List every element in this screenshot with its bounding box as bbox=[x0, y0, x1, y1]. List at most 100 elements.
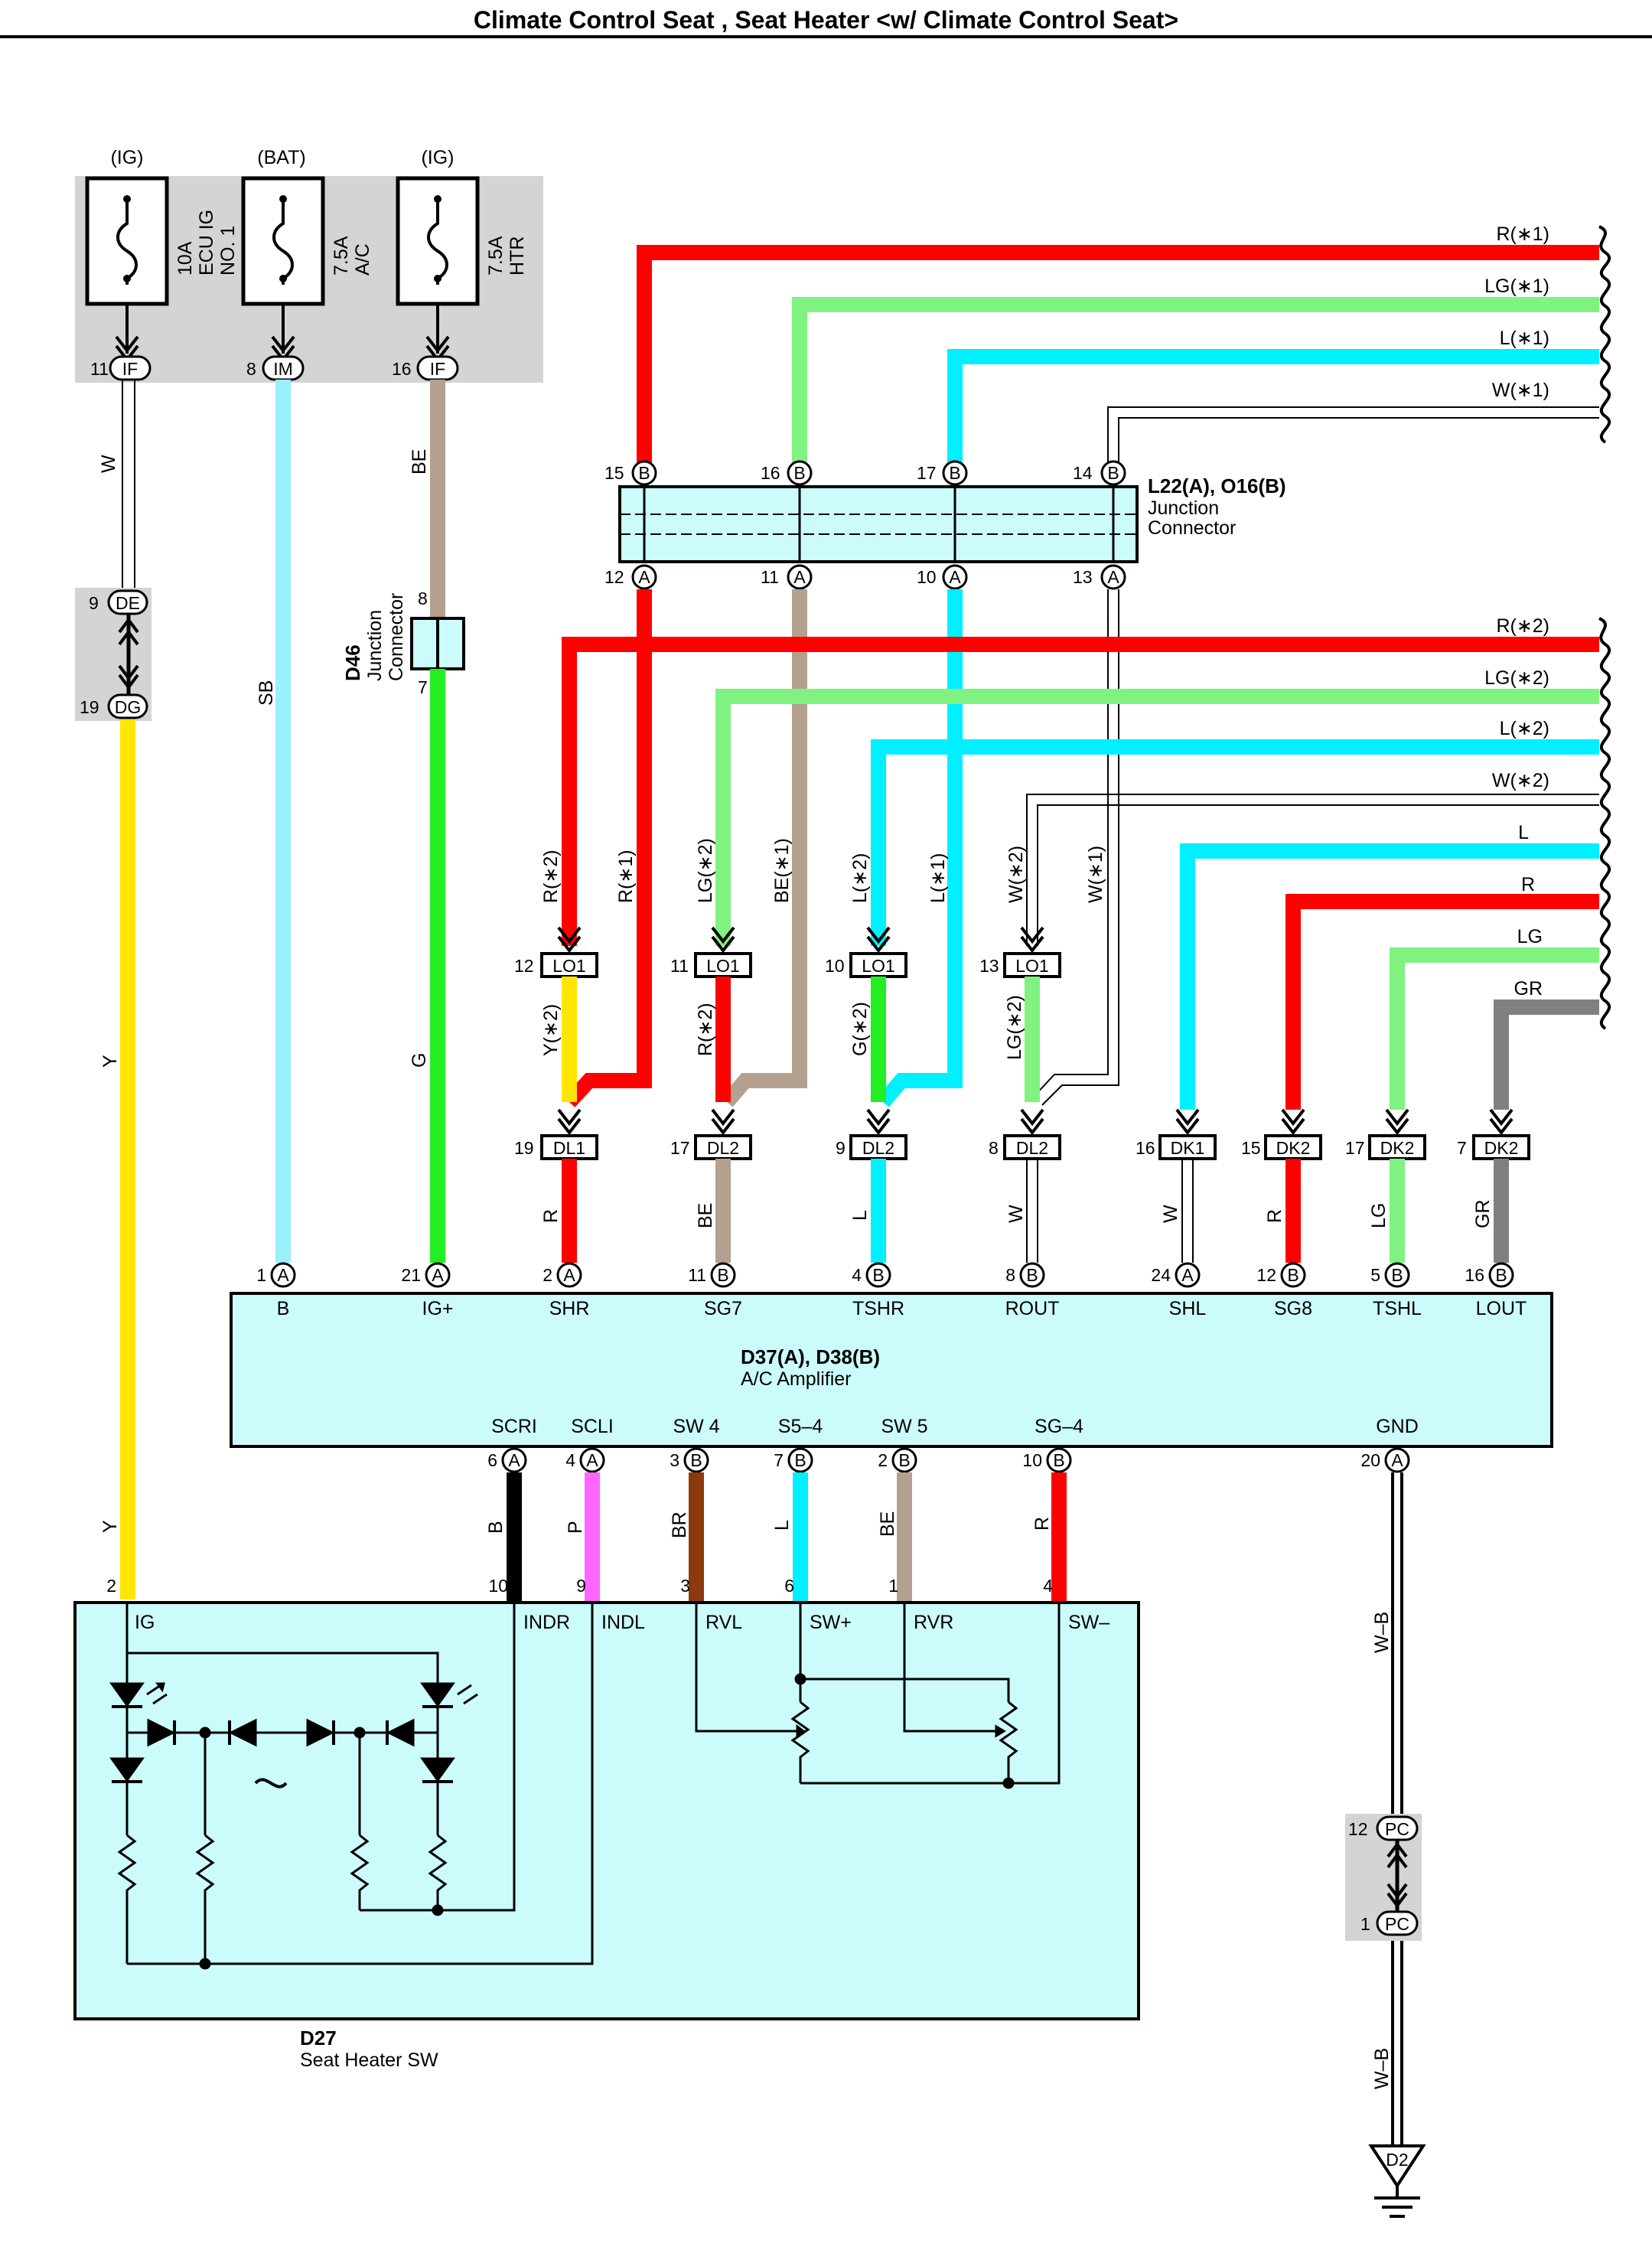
svg-text:B: B bbox=[717, 1265, 728, 1285]
svg-text:LO1: LO1 bbox=[1015, 956, 1048, 976]
svg-text:A: A bbox=[586, 1450, 598, 1470]
svg-text:RVR: RVR bbox=[914, 1612, 953, 1633]
svg-text:10: 10 bbox=[917, 567, 937, 587]
lo1-connectors bbox=[557, 926, 1044, 954]
svg-text:1: 1 bbox=[1360, 1914, 1370, 1934]
svg-text:LO1: LO1 bbox=[552, 956, 585, 976]
svg-text:Y: Y bbox=[99, 1055, 121, 1068]
svg-text:LG: LG bbox=[1517, 926, 1543, 947]
svg-text:A: A bbox=[793, 567, 806, 587]
fuse-ac: (BAT) 7.5A A/C bbox=[241, 147, 373, 306]
svg-text:L22(A), O16(B): L22(A), O16(B) bbox=[1148, 474, 1286, 497]
svg-text:B: B bbox=[485, 1521, 507, 1534]
svg-text:10: 10 bbox=[825, 956, 845, 976]
svg-text:L(∗1): L(∗1) bbox=[927, 853, 949, 903]
svg-text:DG: DG bbox=[115, 697, 142, 717]
svg-text:INDL: INDL bbox=[601, 1612, 645, 1633]
svg-text:PC: PC bbox=[1385, 1914, 1409, 1934]
l22-top-pins bbox=[631, 460, 1126, 590]
svg-text:ECU IG: ECU IG bbox=[196, 210, 217, 276]
svg-text:BE: BE bbox=[409, 449, 430, 474]
svg-text:DL2: DL2 bbox=[862, 1138, 894, 1158]
svg-text:13: 13 bbox=[979, 956, 999, 976]
svg-text:16: 16 bbox=[392, 359, 412, 379]
seat-heater-switch bbox=[73, 1601, 1140, 2020]
svg-text:B: B bbox=[690, 1450, 702, 1470]
svg-text:G: G bbox=[409, 1053, 430, 1068]
svg-text:A: A bbox=[432, 1265, 444, 1285]
svg-text:DK2: DK2 bbox=[1276, 1138, 1311, 1158]
svg-text:17: 17 bbox=[917, 463, 937, 483]
svg-text:W(∗1): W(∗1) bbox=[1492, 380, 1549, 401]
svg-text:3: 3 bbox=[680, 1576, 690, 1596]
dl-boxes bbox=[540, 1134, 1530, 1160]
svg-text:Connector: Connector bbox=[1148, 517, 1236, 539]
svg-text:SHR: SHR bbox=[549, 1298, 590, 1319]
svg-text:DL2: DL2 bbox=[707, 1138, 739, 1158]
svg-text:IM: IM bbox=[273, 359, 293, 379]
svg-text:11: 11 bbox=[688, 1265, 706, 1285]
svg-text:(IG): (IG) bbox=[421, 147, 454, 168]
svg-text:R: R bbox=[1031, 1517, 1053, 1531]
svg-text:W: W bbox=[98, 455, 119, 473]
svg-text:R(∗2): R(∗2) bbox=[540, 849, 562, 903]
svg-text:D2: D2 bbox=[1386, 2150, 1408, 2170]
svg-text:7: 7 bbox=[418, 677, 428, 697]
dl-arrows bbox=[557, 1108, 1514, 1136]
svg-text:6: 6 bbox=[784, 1576, 794, 1596]
svg-text:Junction: Junction bbox=[364, 610, 386, 681]
svg-text:LG: LG bbox=[1368, 1203, 1390, 1228]
svg-text:IG: IG bbox=[135, 1612, 155, 1633]
svg-text:A: A bbox=[1181, 1265, 1194, 1285]
svg-text:TSHL: TSHL bbox=[1373, 1298, 1422, 1319]
svg-text:P: P bbox=[565, 1521, 586, 1534]
svg-text:A/C: A/C bbox=[352, 243, 373, 276]
svg-text:19: 19 bbox=[80, 697, 99, 717]
connector-de: DE 9 bbox=[89, 589, 148, 615]
svg-text:HTR: HTR bbox=[507, 236, 528, 276]
svg-text:16: 16 bbox=[761, 463, 780, 483]
svg-text:B: B bbox=[1495, 1265, 1507, 1285]
svg-text:L: L bbox=[1518, 822, 1529, 843]
svg-text:19: 19 bbox=[514, 1138, 534, 1158]
svg-text:W(∗2): W(∗2) bbox=[1005, 846, 1027, 903]
lo1-boxes bbox=[540, 952, 1061, 978]
svg-text:DK2: DK2 bbox=[1380, 1138, 1415, 1158]
svg-text:11: 11 bbox=[670, 956, 689, 976]
svg-text:LO1: LO1 bbox=[706, 956, 739, 976]
connector-dg: DG 19 bbox=[80, 693, 148, 719]
l22-junction-connector: L22(A), O16(B) Junction Connector bbox=[618, 474, 1286, 563]
svg-text:DL1: DL1 bbox=[553, 1138, 585, 1158]
page-title: Climate Control Seat , Seat Heater <w/ C… bbox=[473, 6, 1179, 34]
svg-text:10: 10 bbox=[488, 1576, 508, 1596]
svg-text:7: 7 bbox=[1457, 1138, 1467, 1158]
svg-text:8: 8 bbox=[989, 1138, 999, 1158]
svg-text:LO1: LO1 bbox=[862, 956, 894, 976]
svg-text:7: 7 bbox=[774, 1450, 784, 1470]
svg-text:Y(∗2): Y(∗2) bbox=[540, 1004, 562, 1056]
amp-top-pins bbox=[270, 1262, 1514, 1288]
svg-text:3: 3 bbox=[670, 1450, 679, 1470]
svg-text:15: 15 bbox=[604, 463, 624, 483]
svg-text:LG(∗2): LG(∗2) bbox=[695, 838, 716, 903]
connector-pc-1: PC 1 bbox=[1360, 1910, 1419, 1936]
svg-text:L(∗2): L(∗2) bbox=[849, 853, 871, 903]
svg-text:B: B bbox=[1287, 1265, 1298, 1285]
svg-text:RVL: RVL bbox=[705, 1612, 742, 1633]
svg-text:W–B: W–B bbox=[1371, 1612, 1393, 1653]
amp-bottom-pins bbox=[501, 1447, 1410, 1473]
svg-text:R(∗2): R(∗2) bbox=[695, 1003, 716, 1056]
svg-text:B: B bbox=[793, 463, 805, 483]
svg-text:SW 4: SW 4 bbox=[673, 1416, 719, 1437]
svg-text:INDR: INDR bbox=[523, 1612, 570, 1633]
ac-amplifier bbox=[230, 1292, 1553, 1448]
svg-text:BE: BE bbox=[877, 1511, 898, 1537]
svg-text:A: A bbox=[1391, 1450, 1403, 1470]
svg-text:GR: GR bbox=[1472, 1200, 1494, 1229]
svg-text:R(∗1): R(∗1) bbox=[1496, 223, 1549, 245]
fuse-connector-if-11: IF 11 bbox=[90, 355, 152, 381]
svg-text:SW–: SW– bbox=[1068, 1612, 1109, 1633]
svg-text:A: A bbox=[563, 1265, 575, 1285]
svg-text:NO. 1: NO. 1 bbox=[217, 226, 239, 276]
svg-text:16: 16 bbox=[1465, 1265, 1484, 1285]
